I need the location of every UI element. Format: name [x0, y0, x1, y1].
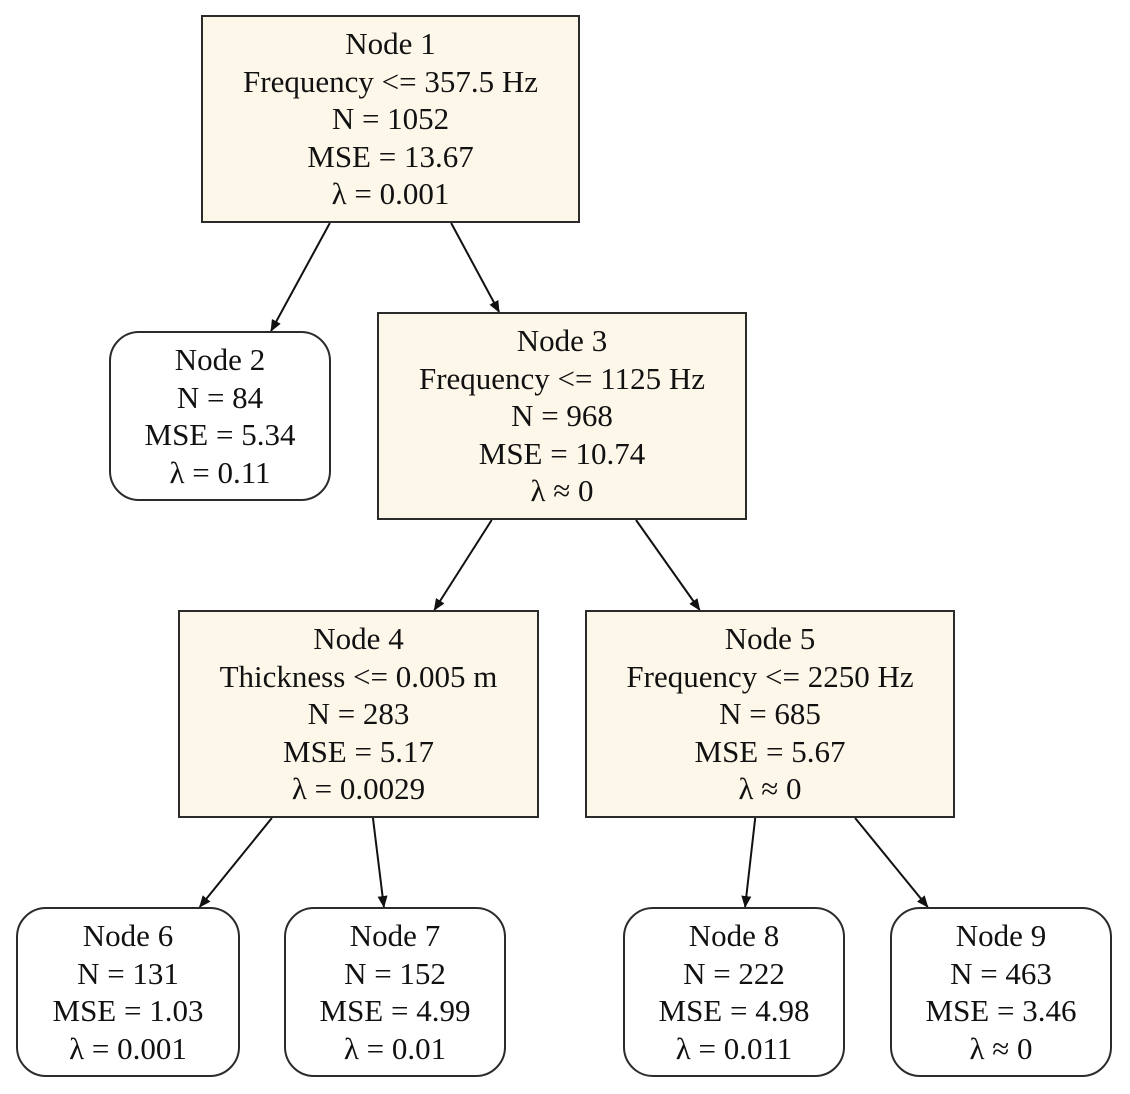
- node-mse: MSE = 5.67: [694, 733, 846, 769]
- edge-n3-n4: [433, 519, 493, 611]
- node-title: Node 1: [345, 26, 436, 62]
- node-mse: MSE = 5.17: [283, 733, 434, 769]
- node-7: Node 7 N = 152 MSE = 4.99 λ = 0.01: [284, 907, 506, 1077]
- node-mse: MSE = 5.34: [144, 417, 296, 452]
- node-2: Node 2 N = 84 MSE = 5.34 λ = 0.11: [109, 331, 331, 501]
- node-split-rule: Thickness <= 0.005 m: [219, 658, 498, 694]
- edge-n4-n6: [198, 817, 273, 908]
- node-title: Node 3: [516, 323, 608, 359]
- node-sample-count: N = 463: [950, 955, 1052, 991]
- edge-n4-n7: [371, 817, 388, 908]
- node-sample-count: N = 685: [719, 696, 821, 732]
- node-lambda: λ = 0.0029: [291, 771, 426, 807]
- node-title: Node 2: [174, 342, 266, 377]
- node-5: Node 5 Frequency <= 2250 Hz N = 685 MSE …: [585, 610, 955, 818]
- node-title: Node 7: [349, 918, 441, 953]
- node-sample-count: N = 1052: [331, 101, 450, 137]
- node-split-rule: Frequency <= 357.5 Hz: [243, 63, 538, 99]
- node-sample-count: N = 222: [683, 955, 785, 991]
- node-lambda: λ = 0.001: [331, 176, 450, 212]
- node-title: Node 6: [82, 918, 174, 953]
- node-mse: MSE = 1.03: [52, 993, 204, 1028]
- node-3: Node 3 Frequency <= 1125 Hz N = 968 MSE …: [377, 312, 747, 520]
- node-title: Node 8: [688, 918, 780, 953]
- node-title: Node 4: [313, 621, 404, 657]
- node-lambda: λ ≈ 0: [738, 771, 802, 807]
- edge-n1-n2: [270, 222, 331, 332]
- node-8: Node 8 N = 222 MSE = 4.98 λ = 0.011: [623, 907, 845, 1077]
- node-title: Node 9: [955, 918, 1047, 953]
- node-sample-count: N = 152: [344, 955, 446, 991]
- node-mse: MSE = 4.98: [658, 993, 810, 1028]
- node-mse: MSE = 3.46: [925, 993, 1077, 1028]
- node-sample-count: N = 968: [511, 398, 613, 434]
- node-title: Node 5: [724, 621, 816, 657]
- node-lambda: λ ≈ 0: [530, 473, 594, 509]
- node-sample-count: N = 84: [176, 379, 264, 415]
- node-lambda: λ = 0.001: [69, 1030, 187, 1066]
- node-9: Node 9 N = 463 MSE = 3.46 λ ≈ 0: [890, 907, 1112, 1077]
- node-lambda: λ = 0.011: [675, 1030, 793, 1066]
- node-split-rule: Frequency <= 1125 Hz: [418, 360, 706, 396]
- node-6: Node 6 N = 131 MSE = 1.03 λ = 0.001: [16, 907, 240, 1077]
- edge-n1-n3: [450, 222, 500, 313]
- node-lambda: λ = 0.11: [169, 454, 271, 490]
- node-mse: MSE = 13.67: [307, 138, 474, 174]
- node-mse: MSE = 4.99: [319, 993, 471, 1028]
- node-lambda: λ ≈ 0: [969, 1030, 1033, 1066]
- node-mse: MSE = 10.74: [478, 435, 646, 471]
- node-split-rule: Frequency <= 2250 Hz: [626, 658, 914, 694]
- edge-n5-n8: [741, 817, 757, 908]
- node-sample-count: N = 131: [77, 955, 179, 991]
- node-1: Node 1 Frequency <= 357.5 Hz N = 1052 MS…: [201, 15, 580, 223]
- node-4: Node 4 Thickness <= 0.005 m N = 283 MSE …: [178, 610, 539, 818]
- edge-n5-n9: [854, 817, 929, 908]
- edge-n3-n5: [635, 519, 701, 611]
- node-lambda: λ = 0.01: [343, 1030, 447, 1066]
- node-sample-count: N = 283: [307, 696, 410, 732]
